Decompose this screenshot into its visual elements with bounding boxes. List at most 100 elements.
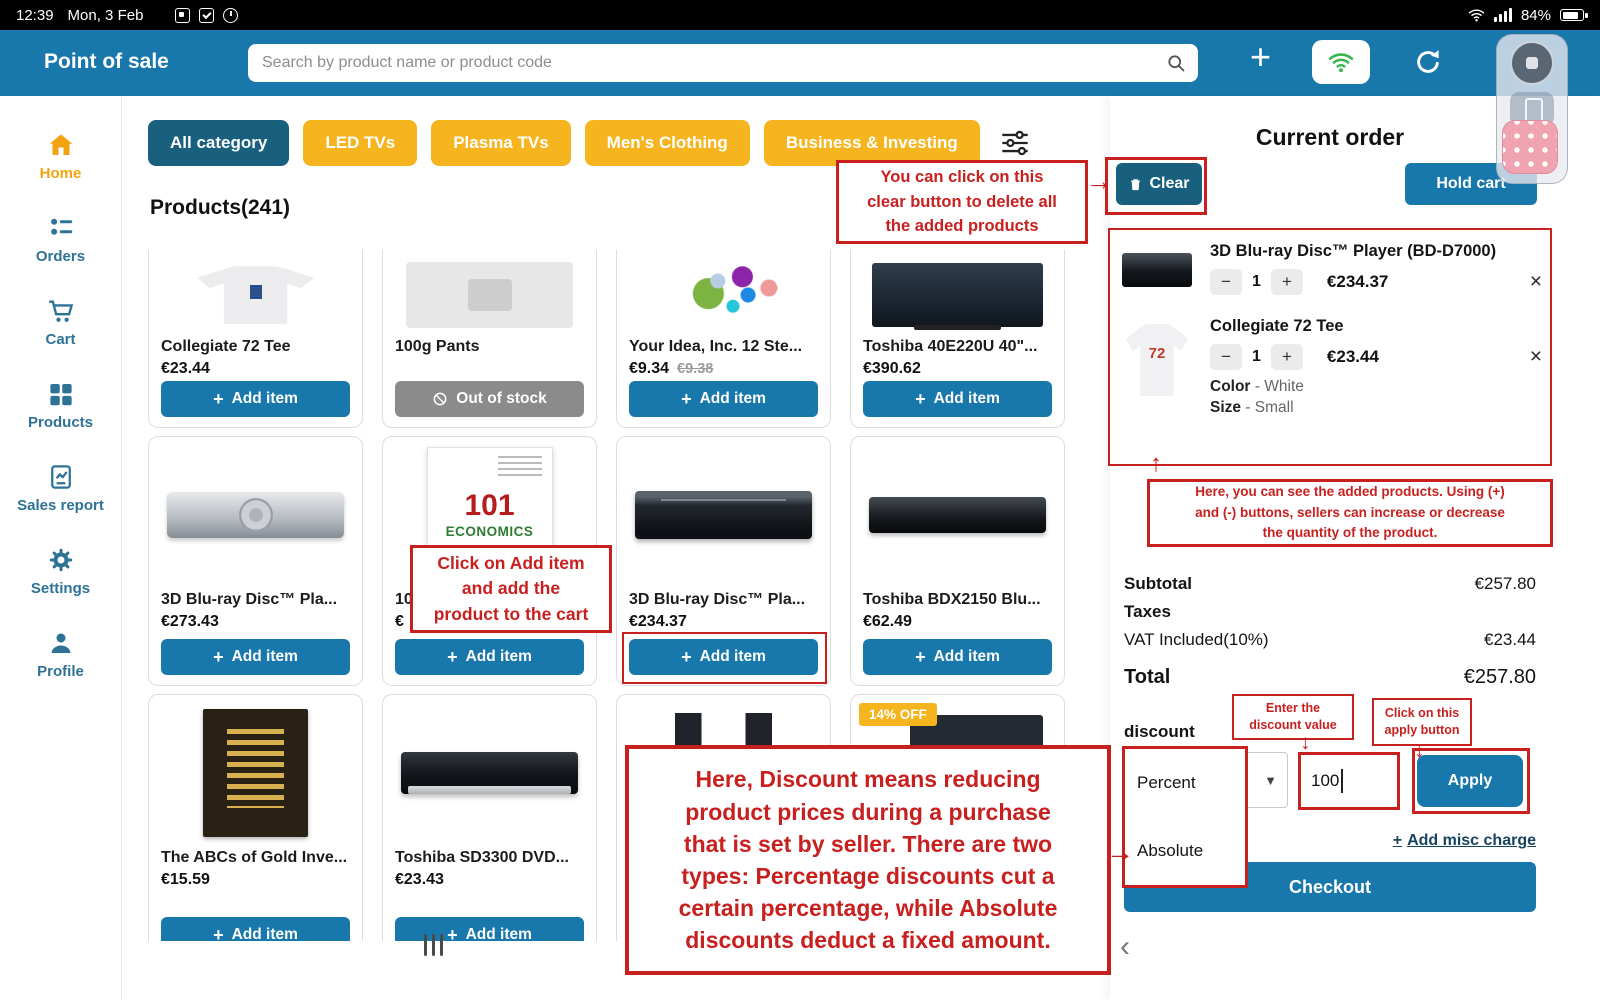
- add-product-button[interactable]: +: [1250, 36, 1272, 77]
- add-item-button[interactable]: + Out of stock: [395, 381, 584, 417]
- trash-icon: [1131, 178, 1141, 190]
- clear-button-note: You can click on this clear button to de…: [836, 160, 1088, 244]
- product-name: Toshiba BDX2150 Blu...: [863, 591, 1041, 608]
- wifi-button[interactable]: [1312, 40, 1370, 84]
- order-title: Current order: [1255, 124, 1405, 150]
- category-bar: All category LED TVs Plasma TVs Men's Cloth…: [148, 120, 1030, 166]
- add-item-button[interactable]: + Add item: [395, 639, 584, 675]
- increase-qty-button[interactable]: +: [1270, 269, 1303, 295]
- products-icon: [49, 384, 72, 406]
- taxes-label: Taxes: [1124, 602, 1171, 621]
- decrease-qty-button[interactable]: −: [1210, 344, 1242, 370]
- product-price-row: €9.34 €9.38: [629, 360, 818, 381]
- clear-cart-button[interactable]: Clear: [1116, 163, 1202, 205]
- category-chip[interactable]: Men's Clothing: [584, 120, 750, 166]
- product-price: €9.34: [629, 359, 670, 377]
- clear-label: Clear: [1149, 175, 1190, 192]
- tee-graphic-text: 72: [1148, 345, 1166, 362]
- product-name: 100g Pants: [395, 338, 480, 355]
- product-image: [629, 447, 818, 583]
- sidebar-item-sales-report[interactable]: Sales report: [0, 462, 121, 514]
- order-item-image: 72: [1118, 317, 1196, 403]
- product-price-row: €23.44: [161, 360, 350, 381]
- battery-icon: [1560, 9, 1588, 21]
- plus-icon: +: [447, 646, 458, 667]
- signal-bars-icon: [1493, 8, 1512, 22]
- plus-icon: +: [213, 646, 224, 667]
- order-items: 3D Blu-ray Disc™ Player (BD-D7000) − 1 +…: [1118, 242, 1550, 431]
- add-item-button[interactable]: + Add item: [161, 917, 350, 941]
- category-chip[interactable]: All category: [148, 120, 290, 166]
- add-item-button[interactable]: + Add item: [863, 639, 1052, 675]
- product-price: €273.43: [161, 613, 219, 630]
- option-percent[interactable]: Percent: [1137, 773, 1196, 792]
- add-misc-charge-link[interactable]: + Add misc charge: [1393, 832, 1536, 850]
- sidebar-item-home[interactable]: Home: [0, 130, 121, 182]
- add-item-button[interactable]: + Add item: [629, 381, 818, 417]
- discount-value-input[interactable]: 100: [1298, 752, 1400, 810]
- sidebar-label: Settings: [30, 580, 91, 597]
- remove-item-button[interactable]: ×: [1529, 345, 1542, 368]
- product-name: Collegiate 72 Tee: [161, 338, 291, 355]
- increase-qty-button[interactable]: +: [1270, 344, 1303, 370]
- product-price-row: €: [395, 613, 584, 635]
- add-item-label: Add item: [465, 648, 532, 665]
- sidebar-item-settings[interactable]: Settings: [0, 545, 121, 597]
- sidebar-item-orders[interactable]: Orders: [0, 213, 121, 265]
- cart-note: Here, you can see the added products. Us…: [1147, 479, 1553, 547]
- product-price: €15.59: [161, 871, 210, 888]
- collapse-panel-chevron[interactable]: ‹: [1120, 930, 1130, 963]
- search-icon[interactable]: [1166, 53, 1186, 73]
- search-input[interactable]: [260, 53, 1166, 73]
- plus-icon: +: [213, 924, 224, 942]
- product-price-row: [395, 360, 584, 381]
- product-name: Toshiba 40E220U 40"...: [863, 338, 1038, 355]
- add-item-button[interactable]: + Add item: [629, 639, 818, 675]
- sidebar-label: Profile: [37, 663, 84, 680]
- book-cover-title: 101: [464, 489, 515, 522]
- category-chip[interactable]: Business & Investing: [763, 120, 980, 166]
- add-item-button[interactable]: + Add item: [863, 381, 1052, 417]
- vat-label: VAT Included(10%): [1124, 630, 1269, 649]
- product-image: [863, 260, 1052, 330]
- wifi-status-icon: [1468, 9, 1485, 22]
- floating-menu-icon[interactable]: [1502, 120, 1558, 174]
- order-item-price: €23.44: [1326, 347, 1379, 366]
- decrease-qty-button[interactable]: −: [1210, 269, 1242, 295]
- sync-button[interactable]: [1406, 40, 1450, 84]
- sales-report-icon: [50, 465, 71, 489]
- status-date: Mon, 3 Feb: [67, 6, 144, 24]
- settings-icon: [49, 548, 72, 572]
- gesture-handle[interactable]: [424, 934, 443, 956]
- check-notification-icon: [199, 7, 215, 23]
- vat-value: €23.44: [1484, 630, 1536, 649]
- floating-camera-icon[interactable]: [1510, 41, 1554, 85]
- apply-discount-button[interactable]: Apply: [1417, 755, 1523, 807]
- filter-button[interactable]: [1000, 130, 1030, 156]
- add-item-button[interactable]: + Add item: [161, 381, 350, 417]
- product-price-row: €23.43: [395, 871, 584, 893]
- category-chip[interactable]: LED TVs: [303, 120, 418, 166]
- add-item-button[interactable]: + Add item: [161, 639, 350, 675]
- product-image: [863, 447, 1052, 583]
- product-old-price: €9.38: [677, 360, 714, 377]
- category-chip[interactable]: Plasma TVs: [431, 120, 571, 166]
- option-absolute[interactable]: Absolute: [1137, 841, 1204, 860]
- search-bar[interactable]: [248, 44, 1198, 82]
- cart-icon: [48, 300, 73, 322]
- product-name: Your Idea, Inc. 12 Ste...: [629, 338, 803, 355]
- discount-value: 100: [1311, 771, 1340, 790]
- sidebar-item-products[interactable]: Products: [0, 379, 121, 431]
- order-item-qty-row: − 1 + €234.37 ×: [1210, 269, 1550, 295]
- sidebar-item-profile[interactable]: Profile: [0, 628, 121, 680]
- product-name: The ABCs of Gold Inve...: [161, 849, 348, 866]
- products-heading: Products(241): [150, 196, 291, 219]
- attr-value: - White: [1254, 378, 1304, 395]
- add-item-label: Add item: [699, 390, 766, 407]
- product-price-row: €15.59: [161, 871, 350, 893]
- remove-item-button[interactable]: ×: [1529, 270, 1542, 293]
- product-price: €23.43: [395, 871, 444, 888]
- sidebar-item-cart[interactable]: Cart: [0, 296, 121, 348]
- product-price: €: [395, 613, 404, 630]
